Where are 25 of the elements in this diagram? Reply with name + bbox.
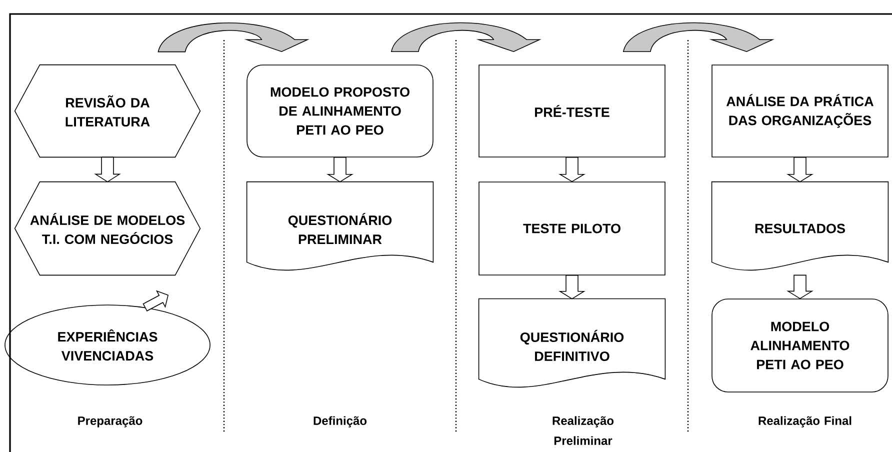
block-arrow: [142, 290, 169, 312]
curved-arrow: [391, 22, 540, 52]
hexagon-box: REVISÃO DA LITERATURA: [14, 64, 201, 158]
process-box: TESTE PILOTO: [478, 182, 666, 276]
block-arrow: [786, 274, 814, 300]
ellipse-box: EXPERIÊNCIAS VIVENCIADAS: [4, 304, 210, 386]
document-box: QUESTIONÁRIO DEFINITIVO: [478, 298, 666, 388]
curved-arrow: [158, 22, 308, 52]
phase-label: Realização Final: [758, 416, 852, 428]
hexagon-box: ANÁLISE DE MODELOS T.I. COM NEGÓCIOS: [14, 181, 201, 276]
process-box: ANÁLISE DA PRÁTICA DAS ORGANIZAÇÕES: [712, 64, 888, 158]
document-box: RESULTADOS: [711, 181, 889, 270]
curved-arrow: [623, 22, 773, 52]
block-arrow: [786, 156, 814, 182]
rounded-box: MODELO PROPOSTO DE ALINHAMENTO PETI AO PEO: [246, 64, 434, 158]
phase-label: Definição: [314, 416, 367, 428]
process-box: PRÉ-TESTE: [478, 64, 666, 158]
block-arrow: [558, 156, 586, 182]
document-box: QUESTIONÁRIO PRELIMINAR: [246, 181, 434, 270]
block-arrow: [94, 156, 121, 182]
rounded-box: MODELO ALINHAMENTO PETI AO PEO: [712, 298, 888, 392]
phase-label: Preparação: [78, 416, 142, 428]
phase-label: Realização Preliminar: [552, 416, 614, 445]
block-arrow: [326, 156, 354, 182]
block-arrow: [558, 274, 586, 300]
